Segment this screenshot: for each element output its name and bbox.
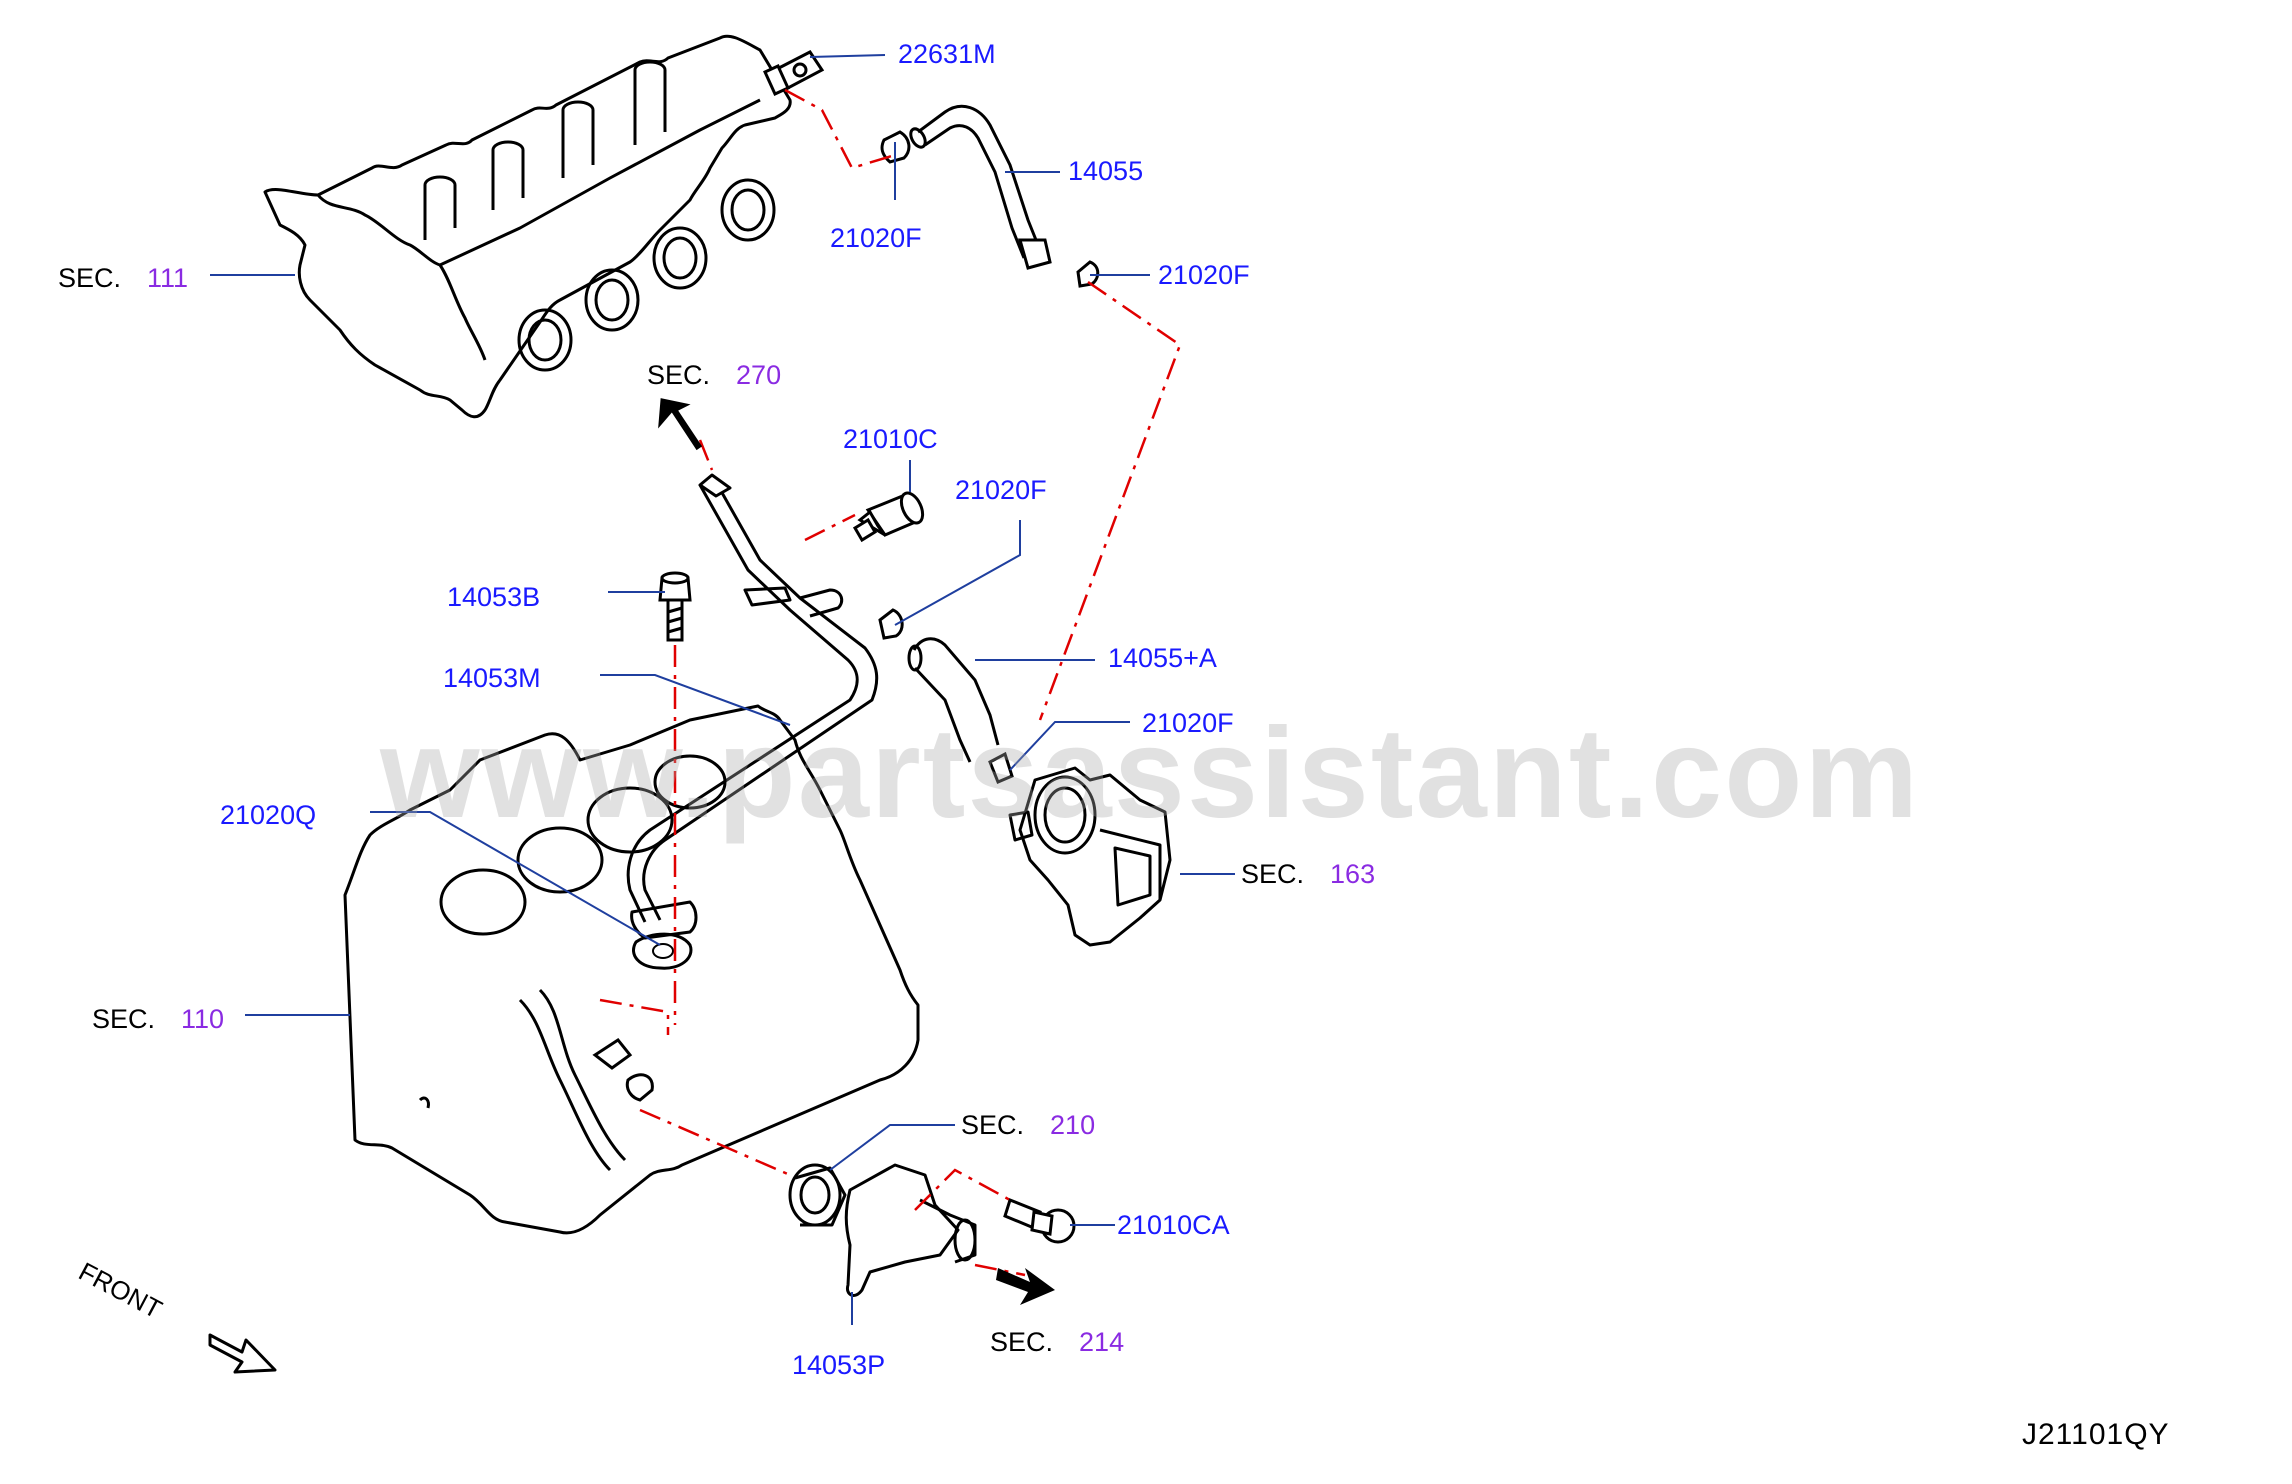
cylinder-block-drawing (343, 704, 920, 1235)
part-label-21010CA[interactable]: 21010CA (1117, 1210, 1230, 1240)
hose-14055-drawing (909, 104, 1052, 270)
throttle-body-drawing (1008, 766, 1172, 947)
bolt-21010C-drawing (852, 491, 925, 543)
part-label-14055A[interactable]: 14055+A (1108, 643, 1217, 673)
diagram-id: J21101QY (2022, 1418, 2170, 1451)
section-prefix: SEC. (961, 1110, 1025, 1140)
part-label-14053M[interactable]: 14053M (443, 663, 541, 693)
front-direction-arrow (208, 1333, 277, 1374)
leader-lines (210, 54, 1235, 1325)
section-number: 163 (1330, 859, 1376, 889)
red-dashed-alignment-lines (599, 88, 1182, 1277)
section-ref-111[interactable]: SEC. 111 (58, 262, 188, 294)
clamp-21020F-mid-drawing (878, 608, 1014, 784)
part-label-21020F-upper[interactable]: 21020F (830, 223, 922, 253)
part-label-22631M[interactable]: 22631M (898, 39, 996, 69)
section-prefix: SEC. (58, 263, 122, 293)
gasket-hole (652, 943, 674, 959)
section-ref-210[interactable]: SEC. 210 (961, 1109, 1095, 1141)
part-label-21020F-lower[interactable]: 21020F (1142, 708, 1234, 738)
part-label-14053P[interactable]: 14053P (792, 1350, 886, 1380)
bolt-14053B-drawing (658, 571, 692, 642)
thermostat-housing-drawing (788, 1163, 977, 1297)
clamp-21020F-top-drawing (880, 130, 1100, 288)
section-number: 214 (1079, 1327, 1125, 1357)
section-prefix: SEC. (647, 360, 711, 390)
section-ref-270[interactable]: SEC. 270 (647, 359, 781, 391)
water-pipe-14053M-drawing (626, 473, 879, 940)
part-label-21020F-middle[interactable]: 21020F (955, 475, 1047, 505)
hose-14055A-drawing (907, 637, 1000, 763)
section-number: 210 (1050, 1110, 1096, 1140)
bolt-21010CA-drawing (1003, 1198, 1076, 1244)
section-ref-110[interactable]: SEC. 110 (92, 1003, 224, 1035)
part-label-21020Q[interactable]: 21020Q (220, 800, 317, 830)
part-label-14055[interactable]: 14055 (1068, 156, 1144, 186)
sensor-22631M-drawing (763, 50, 825, 96)
section-number: 111 (147, 263, 189, 293)
part-label-14053B[interactable]: 14053B (447, 582, 541, 612)
cylinder-head-drawing (263, 34, 792, 419)
section-prefix: SEC. (92, 1004, 156, 1034)
block-fitting-drawing (592, 1037, 654, 1102)
flow-arrow-to-sec-270 (658, 398, 703, 451)
section-prefix: SEC. (990, 1327, 1054, 1357)
flow-arrow-to-sec-214 (996, 1268, 1055, 1305)
section-ref-214[interactable]: SEC. 214 (990, 1326, 1124, 1358)
section-prefix: SEC. (1241, 859, 1305, 889)
section-ref-163[interactable]: SEC. 163 (1241, 858, 1375, 890)
part-label-21020F-right[interactable]: 21020F (1158, 260, 1250, 290)
part-label-21010C[interactable]: 21010C (843, 424, 938, 454)
gasket-21020Q-drawing (632, 932, 693, 970)
section-number: 270 (736, 360, 782, 390)
section-number: 110 (181, 1004, 225, 1034)
